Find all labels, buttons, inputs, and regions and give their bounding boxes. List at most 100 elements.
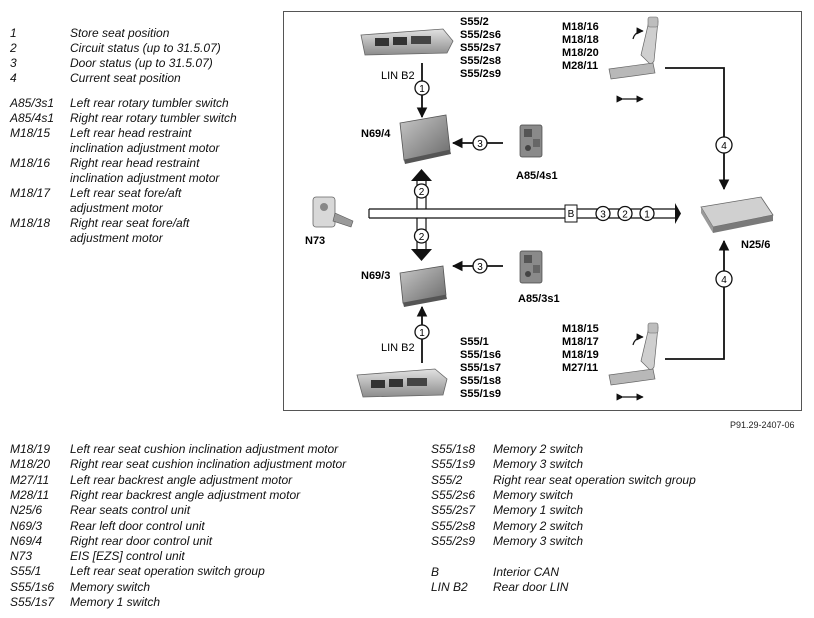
legend-description: Rear door LIN: [493, 580, 569, 595]
switch-label: S55/2s6: [460, 29, 501, 41]
legend-code: S55/2s9: [431, 533, 476, 548]
callout-circle: [617, 205, 633, 222]
callout-number: 1: [419, 84, 425, 95]
n69-3-unit: [399, 265, 447, 307]
legend-description-cont: adjustment motor: [70, 231, 163, 245]
switch-label: S55/1: [460, 336, 489, 348]
legend-description: Left rear seat cushion inclination adjus…: [70, 442, 339, 456]
legend-description: Right rear backrest angle adjustment mot…: [70, 487, 301, 502]
legend-code: M18/19: [10, 442, 51, 456]
callout-circle: [715, 136, 733, 154]
figure-reference: P91.29-2407-06: [730, 420, 795, 430]
legend-description-cont: inclination adjustment motor: [70, 171, 220, 185]
n25-6-label: N25/6: [741, 239, 770, 251]
callout-circle: [414, 80, 430, 96]
legend-description: Door status (up to 31.5.07): [70, 56, 213, 70]
legend-code: S55/2s8: [431, 518, 476, 533]
legend-bottom-left: M18/19 Left rear seat cushion inclination…: [10, 442, 410, 612]
n73-label: N73: [305, 235, 325, 247]
legend-description: Right rear rotary tumbler switch: [70, 111, 237, 125]
switch-label: S55/2s9: [460, 68, 501, 80]
legend-description: Rear seats control unit: [70, 503, 191, 518]
legend-description: Left rear backrest angle adjustment moto…: [70, 472, 293, 487]
legend-description-cont: adjustment motor: [70, 201, 163, 215]
legend-code: M18/18: [10, 216, 51, 230]
legend-description: Memory 3 switch: [493, 457, 584, 472]
callout-number: 1: [644, 210, 650, 221]
legend-code: 3: [10, 56, 17, 70]
legend-code: N69/4: [10, 533, 43, 548]
switch-label: S55/2: [460, 16, 489, 28]
legend-description: Memory switch: [70, 579, 151, 594]
legend-description: Right rear door control unit: [70, 533, 213, 548]
legend-code: S55/1s8: [431, 442, 476, 456]
legend-description: Left rear rotary tumbler switch: [70, 96, 229, 110]
callout-number: 3: [600, 210, 606, 221]
legend-description: Memory 3 switch: [493, 533, 584, 548]
switch-label: S55/1s8: [460, 375, 501, 387]
switch-label: S55/1s6: [460, 349, 501, 361]
legend-code: S55/1s9: [431, 457, 476, 472]
bottom-seat-switch-panel: [356, 368, 448, 398]
a85-3s1-switch: [519, 250, 543, 284]
switch-label: S55/2s7: [460, 42, 501, 54]
legend-description: Right rear head restraint: [70, 156, 200, 170]
motor-label: M18/20: [562, 47, 599, 59]
switch-label: S55/1s7: [460, 362, 501, 374]
callout-number: 4: [721, 141, 727, 152]
callout-number: 3: [477, 139, 483, 150]
n69-4-unit: [399, 114, 451, 164]
wiring-diagram: S55/2 S55/2s6 S55/2s7 S55/2s8 S55/2s9 LI…: [283, 11, 802, 411]
legend-code: N73: [10, 549, 33, 564]
n69-3-label: N69/3: [361, 270, 390, 282]
a85-4s1-switch: [519, 124, 543, 158]
motor-label: M18/17: [562, 336, 599, 348]
legend-code: M18/15: [10, 126, 51, 140]
legend-code: 4: [10, 71, 17, 85]
legend-code: M27/11: [10, 472, 50, 487]
bottom-motor-labels: M18/15 M18/17 M18/19 M27/11: [562, 323, 599, 374]
callout-circle: [595, 205, 611, 222]
legend-description: Memory 1 switch: [493, 503, 584, 518]
legend-code: M18/20: [10, 457, 51, 472]
motor-label: M18/15: [562, 323, 599, 335]
callout-number: 3: [477, 262, 483, 273]
callout-circle: [715, 270, 733, 288]
legend-code: S55/2: [431, 472, 463, 487]
legend-code: M18/17: [10, 186, 51, 200]
callout-circle: [413, 228, 430, 244]
legend-code: S55/1: [10, 564, 42, 579]
callout-circle: [472, 135, 488, 151]
legend-code: A85/3s1: [10, 96, 55, 110]
can-bus-label: B: [568, 209, 575, 220]
legend-description: Rear left door control unit: [70, 518, 205, 533]
legend-description: Left rear seat fore/aft: [70, 186, 182, 200]
legend-code: S55/1s6: [10, 579, 55, 594]
callout-number: 2: [419, 187, 425, 198]
legend-description: EIS [EZS] control unit: [70, 549, 185, 564]
legend-code: S55/2s6: [431, 487, 476, 502]
top-switch-labels: S55/2 S55/2s6 S55/2s7 S55/2s8 S55/2s9: [460, 16, 501, 80]
top-seat-icon: [608, 16, 659, 103]
legend-code: 2: [10, 41, 17, 55]
bottom-switch-labels: S55/1 S55/1s6 S55/1s7 S55/1s8 S55/1s9: [460, 336, 501, 400]
callout-number: 1: [419, 328, 425, 339]
callout-number: 4: [721, 275, 727, 286]
legend-code: S55/1s7: [10, 595, 55, 609]
legend-description: Right rear seat operation switch group: [493, 472, 696, 487]
can-bus-box: [564, 204, 578, 223]
legend-description: Memory 2 switch: [493, 442, 584, 456]
a85-4s1-label: A85/4s1: [516, 170, 558, 182]
callout-circle: [414, 324, 430, 340]
legend-code: S55/2s7: [431, 503, 476, 518]
legend-description: Right rear seat fore/aft: [70, 216, 190, 230]
lin-label-bottom: LIN B2: [381, 342, 415, 354]
legend-description: Right rear seat cushion inclination adju…: [70, 457, 347, 472]
legend-code: A85/4s1: [10, 111, 55, 125]
legend-code: LIN B2: [431, 580, 468, 595]
motor-label: M18/16: [562, 21, 599, 33]
legend-description: Memory switch: [493, 487, 574, 502]
legend-description: Left rear head restraint: [70, 126, 192, 140]
top-motor-labels: M18/16 M18/18 M18/20 M28/11: [562, 21, 599, 72]
